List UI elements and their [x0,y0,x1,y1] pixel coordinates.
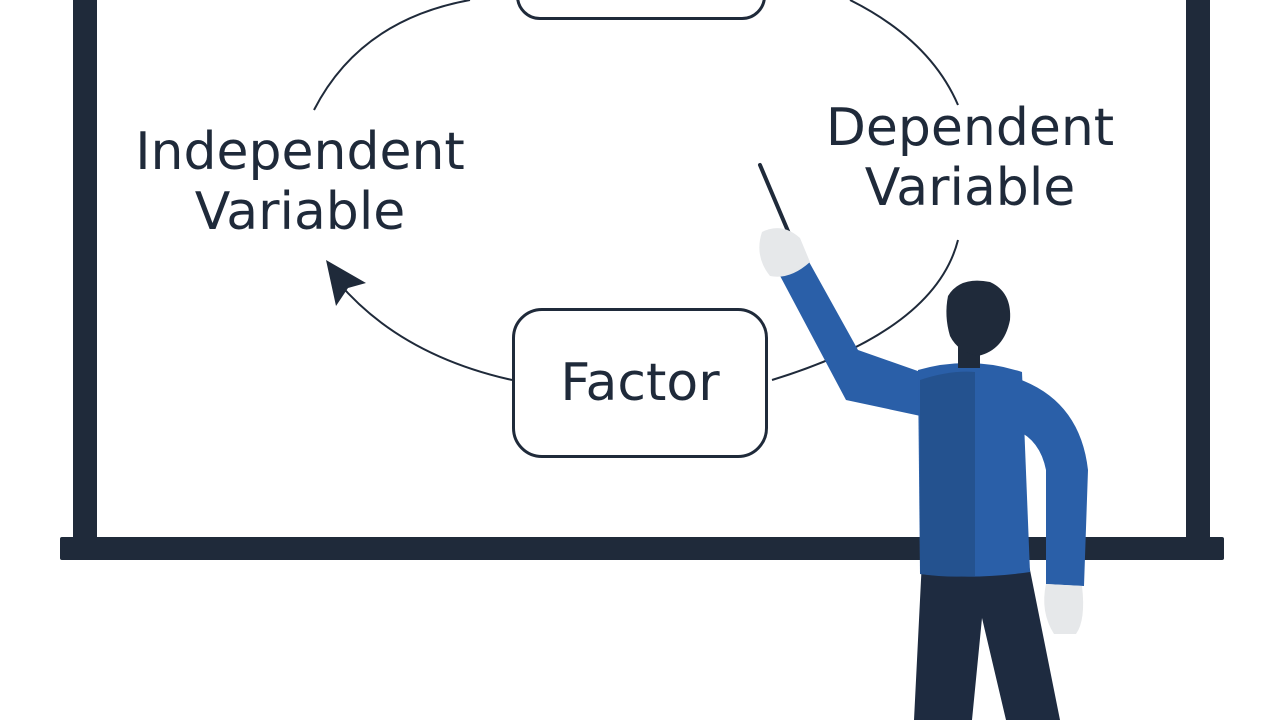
lowered-arm-sleeve [1016,378,1088,586]
arc-top-left [313,0,471,111]
trousers [914,560,1060,720]
dependent-line-1: Dependent [825,98,1115,158]
dependent-variable-label: Dependent Variable [790,98,1150,218]
whiteboard-right-post [1186,0,1210,548]
lowered-hand [1044,584,1084,634]
factor-label: Factor [560,353,720,413]
arc-bottom-right [771,239,959,381]
arc-top-right [849,0,959,106]
arrowhead-icon [326,260,366,306]
raised-hand [759,228,810,277]
raised-arm-sleeve [778,260,932,418]
independent-variable-label: Independent Variable [110,122,490,242]
head-hair [946,280,1011,356]
dependent-line-2: Variable [864,158,1076,218]
independent-line-2: Variable [194,182,406,242]
whiteboard-left-post [73,0,97,548]
factor-node-box: Factor [512,308,768,458]
torso-shading [920,371,975,577]
arc-bottom-left [337,281,513,381]
independent-line-1: Independent [135,122,465,182]
